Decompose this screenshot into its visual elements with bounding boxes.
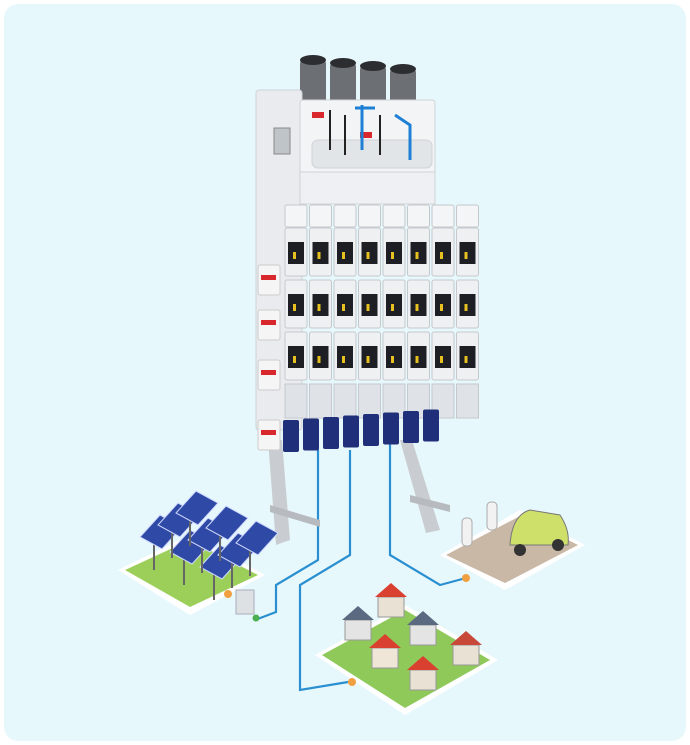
fuse-indicator bbox=[464, 252, 468, 259]
fuse-indicator bbox=[415, 356, 419, 363]
cable-terminal bbox=[309, 383, 332, 419]
warning-label bbox=[261, 370, 276, 375]
cabinet-stand bbox=[268, 440, 450, 545]
base-block bbox=[303, 418, 319, 451]
fuse-indicator bbox=[440, 252, 443, 259]
busbar-panel bbox=[299, 171, 436, 205]
base-block bbox=[423, 409, 439, 442]
fuse-indicator bbox=[342, 356, 345, 363]
houses-scene bbox=[315, 583, 498, 715]
connector-solar bbox=[224, 590, 232, 598]
fuse-top-cap bbox=[407, 204, 430, 228]
fuse-indicator bbox=[317, 356, 321, 363]
fuse-indicator bbox=[415, 252, 419, 259]
house bbox=[377, 596, 405, 618]
house-roof bbox=[369, 634, 401, 648]
fuse-indicator bbox=[366, 252, 370, 259]
cable-terminal bbox=[358, 383, 381, 419]
fuse-top-cap bbox=[358, 204, 381, 228]
base-block bbox=[403, 411, 419, 443]
house-roof bbox=[342, 606, 374, 620]
fuse-top-cap bbox=[309, 204, 332, 228]
insulator-cap bbox=[330, 58, 356, 68]
fuse-indicator bbox=[391, 356, 394, 363]
warning-label bbox=[261, 430, 276, 435]
base-block bbox=[343, 415, 359, 448]
fuse-grid bbox=[284, 204, 479, 419]
house bbox=[344, 619, 372, 641]
insulator bbox=[300, 58, 326, 113]
busbar-dark bbox=[329, 110, 381, 155]
house bbox=[371, 647, 399, 669]
fuse-indicator bbox=[317, 304, 321, 311]
fuse-indicator bbox=[391, 252, 394, 259]
house-roof bbox=[450, 631, 482, 645]
connector-ev bbox=[462, 574, 470, 582]
insulator-cap bbox=[300, 55, 326, 65]
busbar-blue bbox=[355, 105, 412, 160]
solar-panel bbox=[205, 505, 249, 541]
fuse-top-cap bbox=[456, 204, 479, 228]
base-block bbox=[383, 412, 399, 445]
warning-label bbox=[261, 275, 276, 280]
fuse-indicator bbox=[440, 356, 443, 363]
fuse-indicator bbox=[293, 356, 296, 363]
cable-terminal bbox=[431, 383, 455, 419]
connector-houses bbox=[348, 678, 356, 686]
fuse-top-cap bbox=[284, 204, 308, 228]
warning-label bbox=[312, 112, 324, 118]
fuse-indicator bbox=[342, 304, 345, 311]
base-block bbox=[283, 420, 299, 452]
house-roof bbox=[375, 583, 407, 597]
meter-window bbox=[273, 127, 291, 155]
inverter-box bbox=[235, 589, 255, 615]
cable-houses bbox=[298, 450, 352, 692]
fuse-indicator bbox=[342, 252, 345, 259]
house-roof bbox=[407, 611, 439, 625]
fuse-indicator bbox=[391, 304, 394, 311]
cable-ev bbox=[388, 440, 467, 587]
fuse-indicator bbox=[464, 356, 468, 363]
switch-cover bbox=[311, 139, 433, 169]
cable-terminal bbox=[284, 383, 308, 419]
electric-car bbox=[509, 509, 569, 546]
base-block bbox=[323, 417, 339, 449]
ev-charging-scene bbox=[440, 501, 585, 590]
fuse-top-cap bbox=[431, 204, 455, 228]
base-blocks bbox=[283, 409, 439, 452]
house-roof bbox=[407, 656, 439, 670]
connector-green bbox=[252, 614, 260, 622]
house bbox=[409, 624, 437, 646]
fuse-indicator bbox=[464, 304, 468, 311]
fuse-top-cap bbox=[333, 204, 357, 228]
fuse-indicator bbox=[317, 252, 321, 259]
solar-panel bbox=[235, 520, 279, 556]
solar-panel bbox=[175, 490, 219, 526]
fuse-indicator bbox=[293, 252, 296, 259]
fuse-indicator bbox=[415, 304, 419, 311]
fuse-top-cap bbox=[382, 204, 406, 228]
insulator-cap bbox=[390, 64, 416, 74]
house bbox=[452, 644, 480, 666]
insulator-cap bbox=[360, 61, 386, 71]
fuse-indicator bbox=[440, 304, 443, 311]
warning-label bbox=[261, 320, 276, 325]
fuse-indicator bbox=[366, 356, 370, 363]
base-block bbox=[363, 414, 379, 446]
warning-label bbox=[360, 132, 372, 138]
cable-terminal bbox=[333, 383, 357, 419]
house bbox=[409, 669, 437, 691]
fuse-indicator bbox=[366, 304, 370, 311]
solar-farm-scene bbox=[118, 490, 279, 622]
charger-2 bbox=[486, 501, 498, 531]
charger-1 bbox=[461, 517, 473, 547]
cable-terminal bbox=[456, 383, 479, 419]
fuse-indicator bbox=[293, 304, 296, 311]
